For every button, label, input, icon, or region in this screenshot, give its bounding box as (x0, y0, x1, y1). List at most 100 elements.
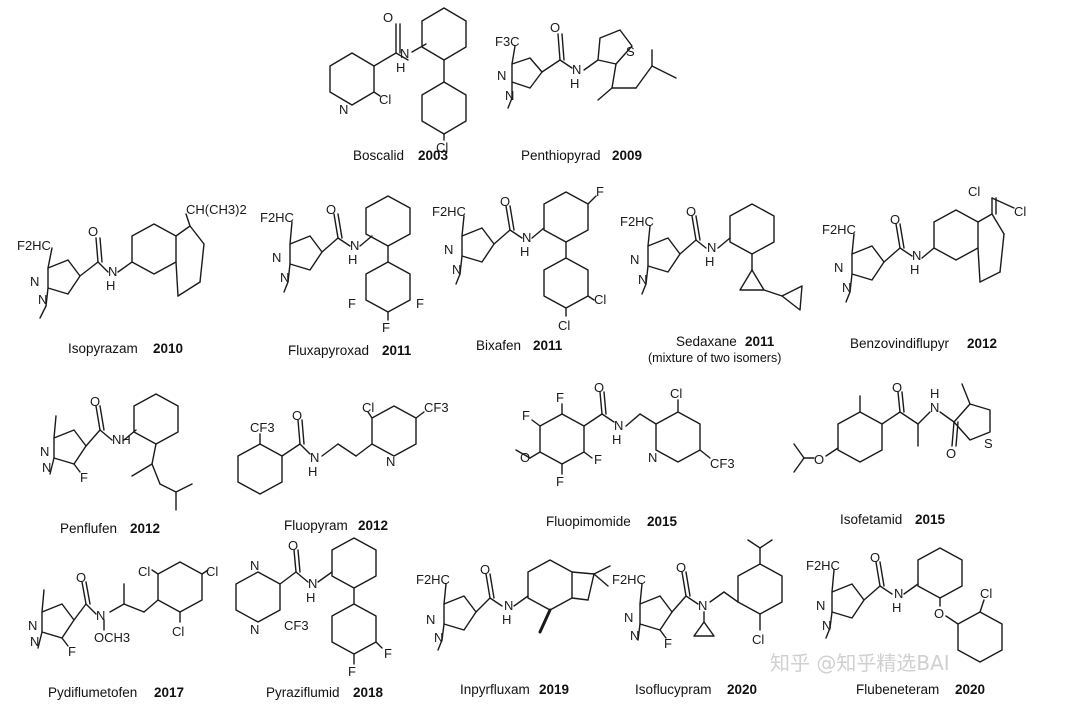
penflufen-atom-o: O (90, 394, 100, 409)
compound-year: 2020 (727, 682, 757, 697)
compound-name: Pydiflumetofen (48, 685, 137, 700)
pyraziflumid-atom-o: O (288, 538, 298, 553)
compound-year: 2003 (418, 148, 449, 163)
isopyrazam-atom-n2: N (38, 292, 47, 307)
compound-name: Isopyrazam (68, 341, 138, 356)
isopyrazam-atom-ch: CH(CH3)2 (186, 202, 247, 217)
flubeneteram-atom-cl: Cl (980, 586, 992, 601)
flubeneteram-structure (825, 547, 1003, 663)
pydiflumetofen-atom-cl3: Cl (172, 624, 184, 639)
compound-name: Isofetamid (840, 512, 902, 527)
bixafen-atom-f: F (596, 184, 604, 199)
isofetamid-atom-o3: O (946, 446, 956, 461)
sedaxane-atom-n2: N (638, 272, 647, 287)
compound-year: 2019 (539, 682, 569, 697)
fluopimomide-atom-f4: F (594, 452, 602, 467)
inpyrfluxam-atom-f2hc: F2HC (416, 572, 450, 587)
isofetamid-atom-o: O (814, 452, 824, 467)
compound-name: Fluxapyroxad (288, 343, 369, 358)
benzovindiflupyr-atom-n: N (834, 260, 843, 275)
compound-name: Isoflucypram (635, 682, 712, 697)
bixafen-atom-o: O (500, 194, 510, 209)
penthiopyrad-atom-h: H (570, 76, 579, 91)
penflufen-atom-f: F (80, 470, 88, 485)
isofetamid-atom-h: H (930, 386, 939, 401)
pyraziflumid-atom-f2: F (348, 664, 356, 679)
pyraziflumid-atom-n3: N (308, 576, 317, 591)
sedaxane-atom-h: H (705, 254, 714, 269)
fluopyram-atom-o: O (292, 408, 302, 423)
compound-year: 2015 (647, 514, 678, 529)
compound-name: Pyraziflumid (266, 685, 340, 700)
bixafen-atom-cl2: Cl (558, 318, 570, 333)
boscalid-atom-cl2: Cl (436, 140, 448, 155)
fluxapyroxad-atom-n2: N (280, 270, 289, 285)
inpyrfluxam-atom-n3: N (504, 598, 513, 613)
sedaxane-atom-o: O (686, 204, 696, 219)
penflufen-atom-n: N (40, 444, 49, 459)
fluopimomide-atom-npy: N (648, 450, 657, 465)
isoflucypram-atom-f: F (664, 636, 672, 651)
pydiflumetofen-atom-n: N (28, 618, 37, 633)
fluopyram-atom-n: N (310, 450, 319, 465)
isoflucypram-atom-cl: Cl (752, 632, 764, 647)
compound-year: 2015 (915, 512, 946, 527)
inpyrfluxam-atom-n: N (426, 612, 435, 627)
isopyrazam-atom-h: H (106, 278, 115, 293)
fluopimomide-atom-f3: F (556, 474, 564, 489)
isoflucypram-atom-o: O (676, 560, 686, 575)
inpyrfluxam-atom-h: H (502, 612, 511, 627)
fluopimomide-atom-o: O (520, 450, 530, 465)
isopyrazam-atom-nh: N (108, 264, 117, 279)
sedaxane-atom-f2hc: F2HC (620, 214, 654, 229)
fluopimomide-atom-n: N (614, 418, 623, 433)
isoflucypram-atom-f2hc: F2HC (612, 572, 646, 587)
compound-name: Inpyrfluxam (460, 682, 530, 697)
bixafen-atom-nh: N (522, 230, 531, 245)
penflufen-structure (49, 393, 193, 511)
pyraziflumid-atom-h: H (306, 590, 315, 605)
fluxapyroxad-atom-h: H (348, 252, 357, 267)
flubeneteram-atom-f2hc: F2HC (806, 558, 840, 573)
penthiopyrad-structure (507, 29, 677, 109)
fluopimomide-atom-o2: O (594, 380, 604, 395)
penthiopyrad-atom-n3: N (572, 62, 581, 77)
isoflucypram-structure (637, 539, 783, 641)
compound-year: 2011 (745, 334, 775, 349)
pyraziflumid-structure (235, 537, 383, 665)
bixafen-structure (455, 191, 597, 317)
inpyrfluxam-structure (437, 559, 611, 651)
bixafen-atom-n2: N (452, 262, 461, 277)
isofetamid-structure (793, 383, 991, 473)
compound-note: (mixture of two isomers) (648, 351, 781, 365)
fluopimomide-structure (515, 391, 711, 475)
compound-name: Fluopimomide (546, 514, 631, 529)
penflufen-atom-n2: N (42, 460, 51, 475)
fluxapyroxad-atom-f2hc: F2HC (260, 210, 294, 225)
compound-year: 2009 (612, 148, 642, 163)
fluopimomide-atom-f2: F (522, 408, 530, 423)
flubeneteram-atom-n: N (816, 598, 825, 613)
compound-year: 2010 (153, 341, 183, 356)
compound-year: 2012 (130, 521, 160, 536)
benzovindiflupyr-atom-n2: N (842, 280, 851, 295)
pydiflumetofen-atom-och3: OCH3 (94, 630, 130, 645)
pydiflumetofen-atom-n2: N (30, 634, 39, 649)
compound-year: 2012 (358, 518, 388, 533)
penthiopyrad-atom-o: O (550, 20, 560, 35)
pydiflumetofen-atom-cl2: Cl (206, 564, 218, 579)
flubeneteram-atom-o2: O (934, 606, 944, 621)
bixafen-atom-cl: Cl (594, 292, 606, 307)
compound-year: 2012 (967, 336, 997, 351)
flubeneteram-atom-h: H (892, 600, 901, 615)
fluopyram-atom-cf3: CF3 (250, 420, 275, 435)
sedaxane-atom-n: N (630, 252, 639, 267)
sedaxane-structure (641, 203, 803, 311)
fluopyram-atom-cf3b: CF3 (424, 400, 449, 415)
bixafen-atom-f2hc: F2HC (432, 204, 466, 219)
sedaxane-atom-nh: N (707, 240, 716, 255)
pyraziflumid-atom-n2: N (250, 622, 259, 637)
pyraziflumid-atom-f1: F (384, 646, 392, 661)
flubeneteram-atom-o: O (870, 550, 880, 565)
